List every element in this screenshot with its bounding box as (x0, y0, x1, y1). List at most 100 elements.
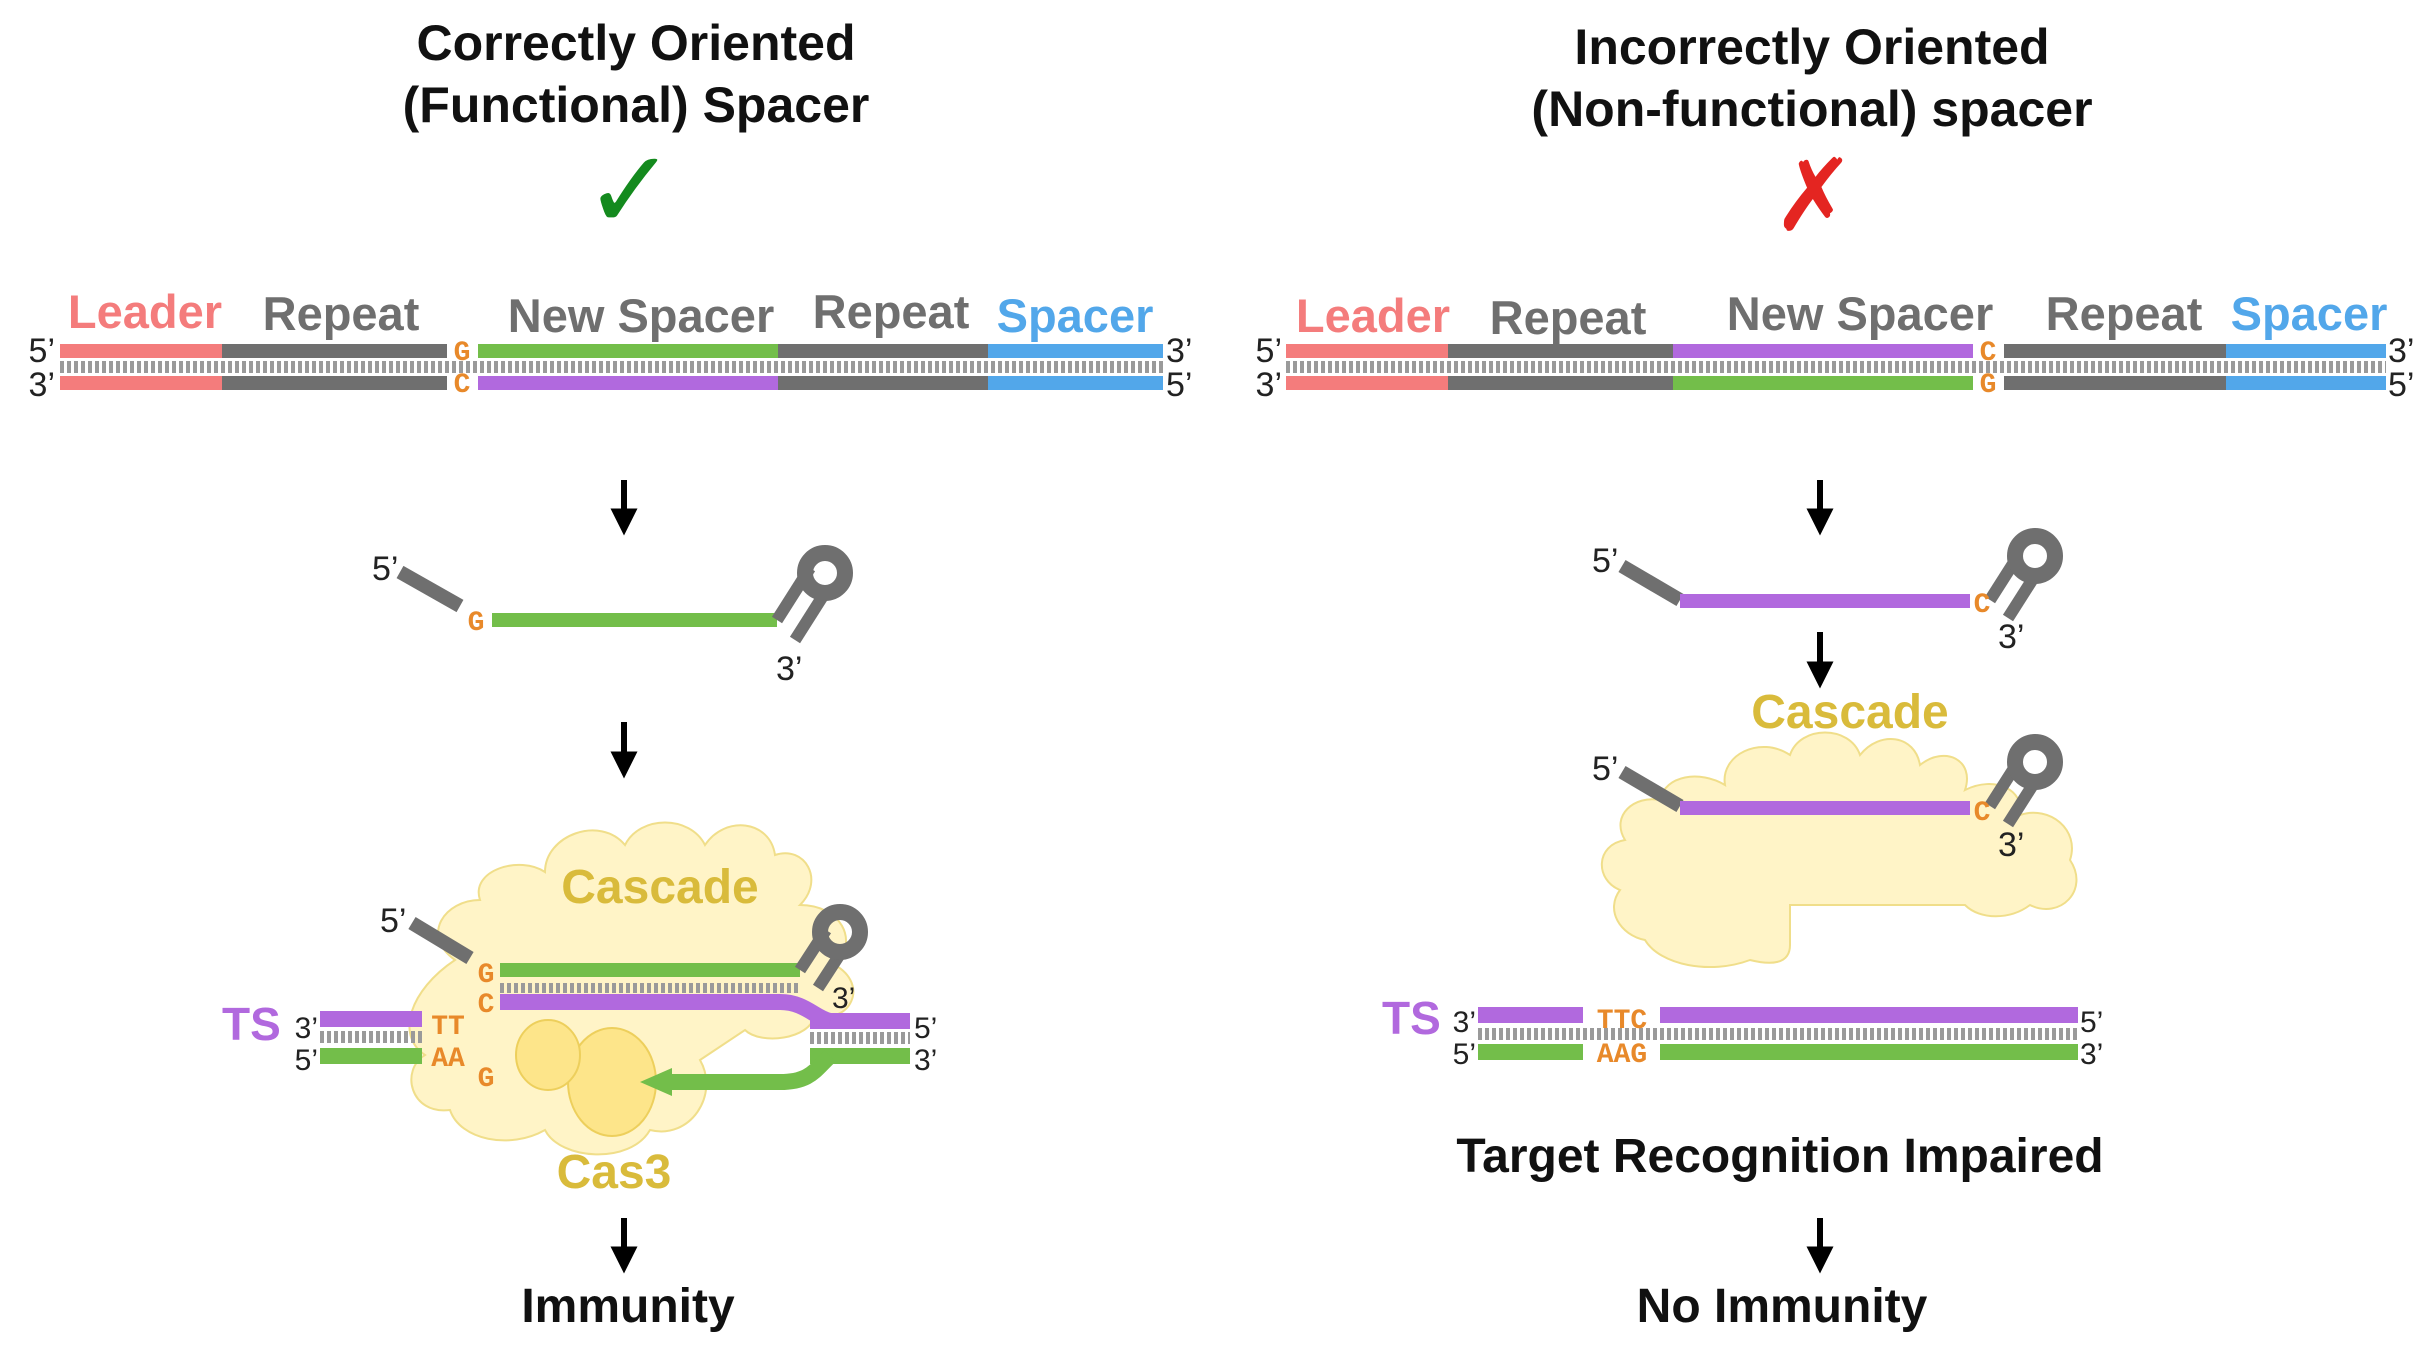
right-target-dna (1478, 1007, 2078, 1060)
left-new-spacer-bottom (478, 376, 778, 390)
left-crrna-base: G (468, 608, 485, 639)
left-ts-3prime-right: 3’ (914, 1044, 937, 1077)
right-locus-5prime-bottom: 5’ (2388, 366, 2414, 404)
right-label-repeat-1: Repeat (1490, 291, 1647, 344)
right-cascade-3prime: 3’ (1998, 826, 2024, 864)
right-crrna-hairpin-loop (2007, 528, 2063, 584)
left-leader-top (60, 344, 222, 358)
left-repeat1-top (222, 344, 447, 358)
left-leader-bottom (60, 376, 222, 390)
left-panel: Correctly Oriented (Functional) Spacer ✓… (29, 15, 1193, 1333)
right-target-nts-right (1660, 1044, 2078, 1060)
right-repeat2-bottom (2004, 376, 2226, 390)
left-target-ts-right (810, 1013, 910, 1029)
left-repeat1-bottom (222, 376, 447, 390)
right-cascade-crrna-repeat-5 (1618, 765, 1684, 813)
left-spacer-bottom (988, 376, 1163, 390)
left-label-repeat-1: Repeat (263, 287, 420, 340)
left-complex-crrna-repeat-5 (408, 917, 474, 964)
right-locus-base-bottom: G (1980, 370, 1997, 401)
right-pam-bottom: AAG (1597, 1040, 1647, 1071)
right-crrna-base: C (1974, 590, 1991, 621)
left-repeat2-bottom (778, 376, 988, 390)
left-crrna-3prime: 3’ (776, 650, 802, 688)
left-label-new-spacer: New Spacer (508, 289, 774, 342)
left-complex-3prime: 3’ (832, 982, 855, 1015)
left-spacer-top (988, 344, 1163, 358)
left-locus-3prime-bottom: 3’ (29, 366, 55, 404)
cross-icon: ✗ (1772, 137, 1856, 254)
right-ts-5prime-left: 5’ (1453, 1038, 1476, 1071)
left-complex-nts-tip (640, 1068, 672, 1096)
right-crrna-repeat-5 (1618, 559, 1684, 607)
right-ts-5prime-right: 5’ (2080, 1006, 2103, 1039)
left-cascade-complex (320, 821, 910, 1156)
left-crrna-spacer (492, 613, 777, 627)
left-complex-nts-displaced (660, 1050, 836, 1090)
left-ts-3prime-left: 3’ (295, 1012, 318, 1045)
left-target-nts-left (320, 1048, 422, 1064)
right-leader-bottom (1286, 376, 1448, 390)
right-pam-top: TTC (1597, 1006, 1648, 1037)
left-locus-3prime-top: 3’ (1166, 332, 1192, 370)
left-pam-top: TT (431, 1012, 465, 1043)
right-target-ts-left (1478, 1007, 1583, 1023)
right-locus-3prime-bottom: 3’ (1256, 366, 1282, 404)
right-crrna-spacer (1680, 594, 1970, 608)
left-complex-crrna-base-g: G (478, 960, 495, 991)
left-new-spacer-top (478, 344, 778, 358)
right-new-spacer-top (1673, 344, 1973, 358)
right-new-spacer-bottom (1673, 376, 1973, 390)
right-target-nts-left (1478, 1044, 1583, 1060)
left-complex-5prime: 5’ (380, 902, 406, 940)
left-repeat2-top (778, 344, 988, 358)
right-locus-3prime-top: 3’ (2388, 332, 2414, 370)
left-crrna (396, 545, 853, 644)
right-ts-label: TS (1382, 992, 1441, 1044)
right-cascade-blob (1600, 731, 2078, 969)
right-ts-3prime-right: 3’ (2080, 1038, 2103, 1071)
right-locus-5prime-top: 5’ (1256, 332, 1282, 370)
left-title-line2: (Functional) Spacer (403, 77, 870, 133)
check-icon: ✓ (584, 126, 676, 254)
right-label-new-spacer: New Spacer (1727, 287, 1993, 340)
right-cascade-base: C (1974, 798, 1991, 829)
left-ts-label: TS (222, 998, 281, 1050)
right-cascade-crrna-spacer (1680, 801, 1970, 815)
left-ts-5prime-left: 5’ (295, 1044, 318, 1077)
left-target-nts-right (810, 1048, 910, 1064)
left-locus-5prime-bottom: 5’ (1166, 366, 1192, 404)
left-cas3-label: Cas3 (557, 1146, 672, 1199)
right-crispr-locus (1286, 344, 2386, 390)
left-pam-extra-g: G (478, 1064, 495, 1095)
right-label-repeat-2: Repeat (2046, 287, 2203, 340)
left-locus-5prime-top: 5’ (29, 332, 55, 370)
right-locus-base-top: C (1980, 338, 1997, 369)
right-title-line2: (Non-functional) spacer (1531, 81, 2092, 137)
left-cascade-label: Cascade (561, 861, 758, 914)
right-cascade-hairpin-loop (2007, 734, 2063, 790)
left-outcome: Immunity (521, 1280, 735, 1333)
left-crispr-locus (60, 344, 1163, 390)
right-target-ts-right (1660, 1007, 2078, 1023)
right-crrna-5prime: 5’ (1592, 542, 1618, 580)
left-complex-hairpin-loop (812, 904, 868, 960)
left-locus-base-bottom: C (454, 370, 471, 401)
left-ts-5prime-right: 5’ (914, 1012, 937, 1045)
left-title-line1: Correctly Oriented (416, 15, 855, 71)
right-repeat2-top (2004, 344, 2226, 358)
left-cas3-lobe-2 (515, 1019, 581, 1091)
left-complex-crrna-spacer (500, 963, 800, 977)
right-ts-3prime-left: 3’ (1453, 1006, 1476, 1039)
left-crrna-hairpin-loop (797, 545, 853, 601)
right-label-spacer: Spacer (2231, 287, 2388, 340)
right-cascade-complex (1600, 731, 2078, 969)
left-label-leader: Leader (68, 285, 222, 338)
right-repeat1-top (1448, 344, 1673, 358)
left-crrna-repeat-5 (396, 565, 464, 613)
left-label-spacer: Spacer (997, 289, 1154, 342)
right-crrna-3prime: 3’ (1998, 618, 2024, 656)
right-leader-top (1286, 344, 1448, 358)
left-pam-bottom: AA (431, 1044, 465, 1075)
